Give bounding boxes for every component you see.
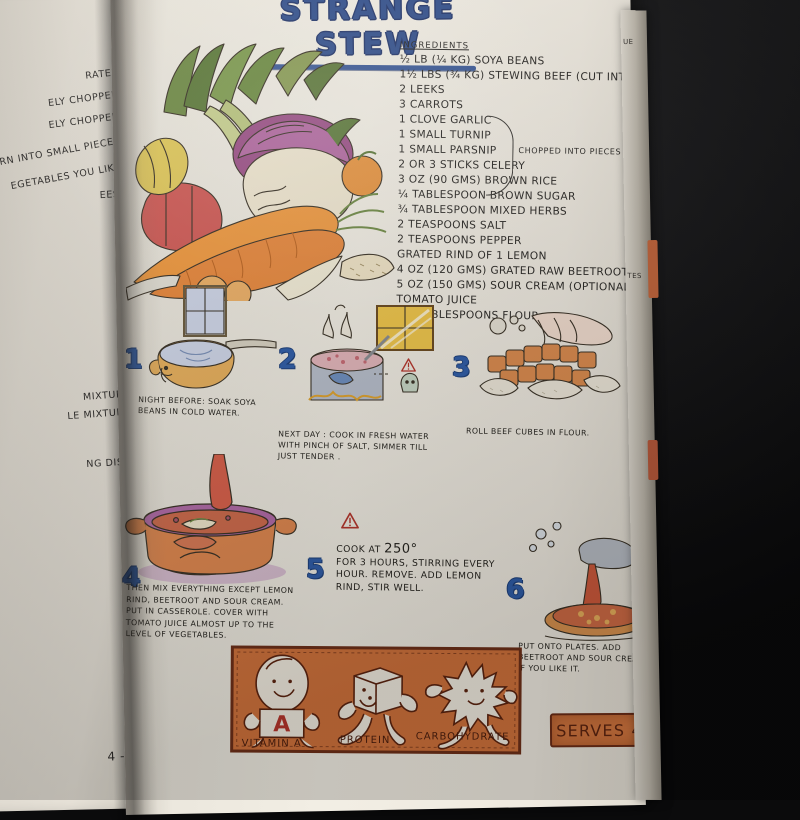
- nutrition-label-protein: PROTEIN: [340, 735, 391, 746]
- step-5-text: COOK AT 250° FOR 3 HOURS, STIRRING EVERY…: [335, 541, 517, 597]
- next-page-fragment: UE: [622, 37, 634, 47]
- vegetables-illustration: [126, 36, 396, 301]
- step-6-text: PUT ONTO PLATES. ADD BEETROOT AND SOUR C…: [517, 641, 646, 674]
- chopped-into-pieces-note: CHOPPED INTO PIECES: [518, 146, 622, 157]
- nutrition-panel: A: [230, 645, 523, 755]
- step-number-5: 5: [306, 554, 325, 585]
- ingredients-block: INGREDIENTS ½ LB (¼ KG) SOYA BEANS 1½ LB…: [396, 40, 646, 325]
- book-edge-tab: [647, 239, 659, 299]
- cook-at-label: COOK AT: [336, 543, 385, 556]
- serves-badge: SERVES 4 - 6: [549, 712, 646, 748]
- warning-icon: [341, 512, 359, 529]
- left-page-fragment: EGETABLES YOU LIKE): [10, 160, 127, 193]
- step-2-illustration: [293, 304, 453, 414]
- step-3-text: ROLL BEEF CUBES IN FLOUR.: [465, 426, 590, 438]
- cook-temperature-value: 250°: [384, 541, 418, 557]
- svg-text:A: A: [273, 712, 290, 737]
- next-page-fragment: TES: [627, 271, 642, 281]
- nutrition-label-carbohydrate: CARBOHYDRATE: [416, 731, 510, 743]
- step-2-text: NEXT DAY : COOK IN FRESH WATER WITH PINC…: [277, 429, 430, 462]
- warning-icon: [401, 357, 416, 372]
- ingredients-heading: INGREDIENTS: [399, 40, 470, 52]
- step-number-6: 6: [506, 574, 525, 605]
- step-3-illustration: [466, 310, 626, 410]
- ingredients-list: ½ LB (¼ KG) SOYA BEANS 1½ LBS (¾ KG) STE…: [396, 52, 646, 325]
- nutrition-label-vitamin-a: VITAMIN A: [242, 738, 302, 749]
- cook-line-4: RIND, STIR WELL.: [335, 581, 425, 594]
- step-6-illustration: [523, 522, 646, 642]
- step-4-illustration: [120, 454, 300, 584]
- step-1-illustration: [140, 284, 280, 394]
- serves-label: SERVES 4 - 6: [556, 720, 646, 740]
- book-edge-tab: [647, 439, 659, 481]
- recipe-page: STRANGE STEW: [110, 0, 646, 815]
